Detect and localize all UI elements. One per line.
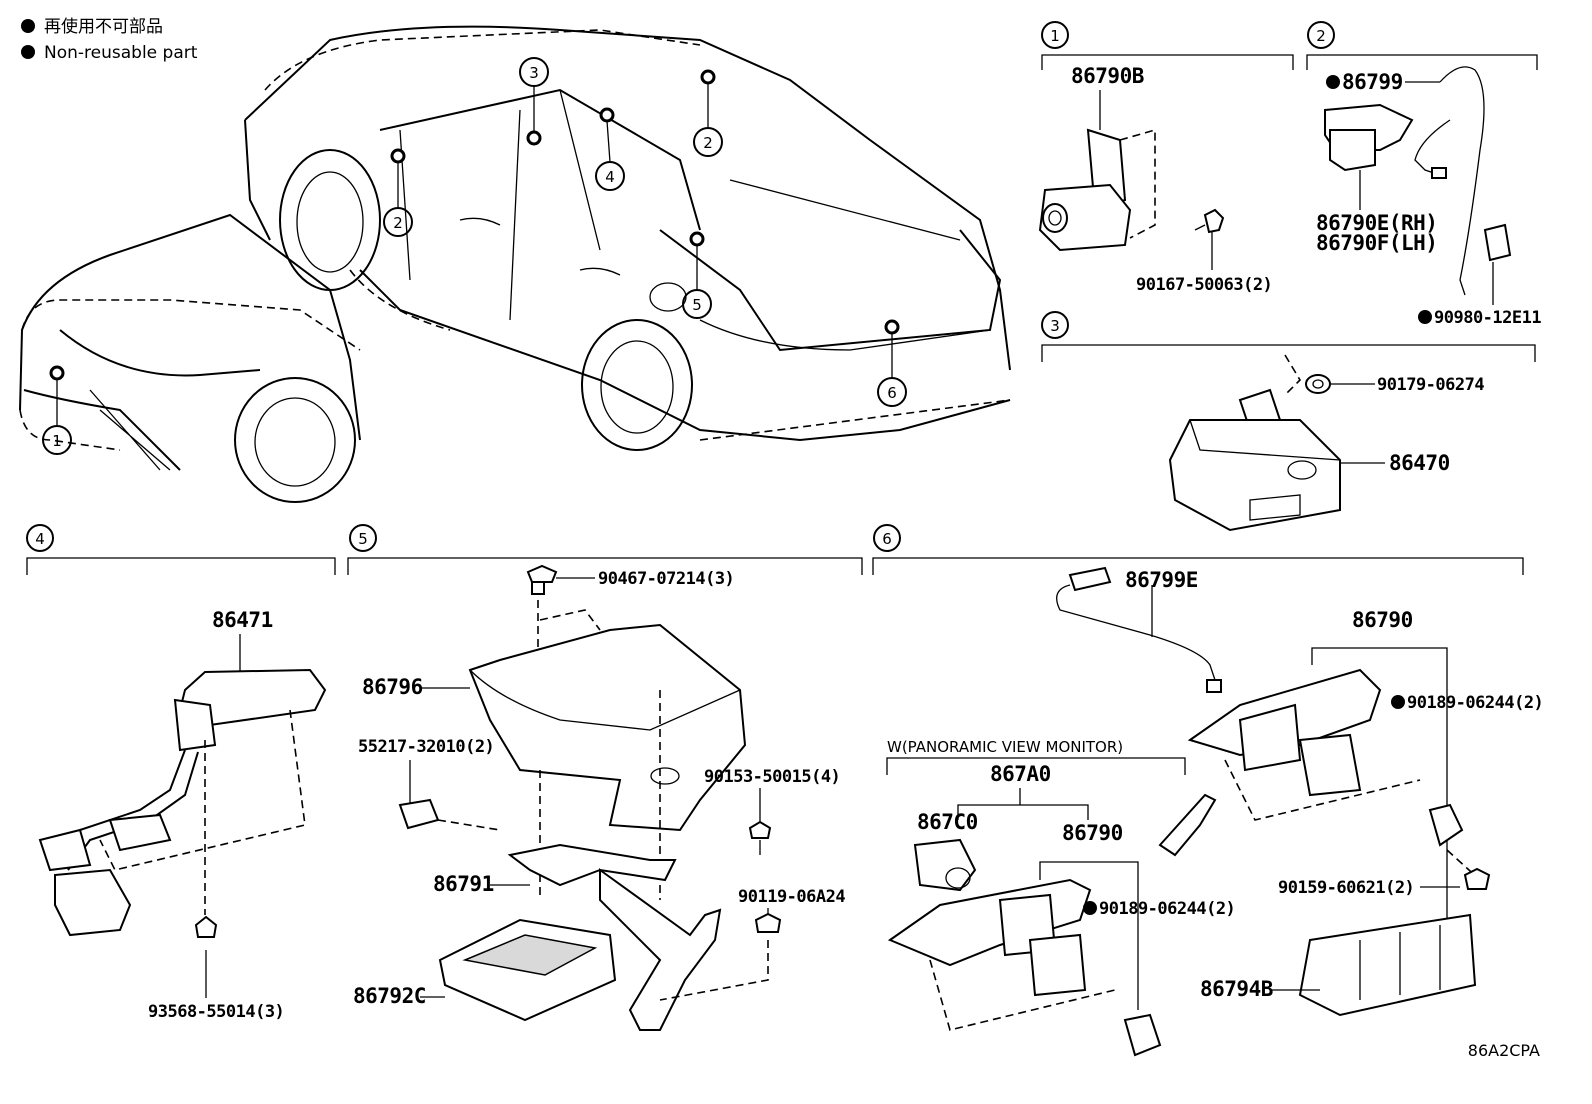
legend-jp: 再使用不可部品 (44, 16, 163, 37)
part-86799-label: 86799 (1342, 70, 1403, 94)
callout-2-right (693, 127, 723, 157)
callout-4 (595, 161, 625, 191)
front-car-illustration: 1 (19, 213, 361, 503)
part-867A0-label: 867A0 (990, 762, 1051, 786)
part-86471-label: 86471 (212, 608, 273, 632)
part-90467-label: 90467-07214(3) (598, 569, 734, 589)
bolt-icon (754, 912, 782, 933)
legend: 再使用不可部品 Non-reusable part (21, 16, 198, 63)
connector-icon (54, 868, 132, 937)
section-4: 4 86471 93568-55014(3) (26, 524, 336, 1022)
part-55217-label: 55217-32010(2) (358, 737, 494, 757)
callout-2-left (383, 207, 413, 237)
clip-icon (526, 564, 558, 583)
section-3-label (1041, 311, 1069, 339)
callout-1-front (42, 425, 72, 455)
legend-en: Non-reusable part (44, 43, 198, 63)
part-90167-label: 90167-50063(2) (1136, 275, 1272, 295)
section-1: 1 86790B 90167-50063(2) (1038, 21, 1294, 295)
svg-text:4: 4 (35, 530, 45, 548)
bolt-icon (1203, 208, 1225, 234)
front-camera-icon (1038, 183, 1132, 252)
section-1-label (1041, 21, 1069, 49)
svg-text:2: 2 (1316, 27, 1326, 45)
part-90980-label: 90980-12E11 (1434, 308, 1541, 328)
svg-text:6: 6 (882, 530, 892, 548)
part-90159-label: 90159-60621(2) (1278, 878, 1414, 898)
illustration-code: 86A2CPA (1468, 1041, 1540, 1060)
svg-text:1: 1 (1050, 27, 1060, 45)
part-86790B-label: 86790B (1071, 64, 1144, 88)
section-6: 6 86799E 86790 90189-06244(2) 90159-6062… (872, 524, 1544, 1057)
screw-icon (194, 915, 218, 938)
svg-text:3: 3 (1050, 317, 1060, 335)
non-reusable-marker-icon (1326, 75, 1340, 89)
harness-connector-icon (1068, 566, 1112, 592)
camera-867C0-icon (913, 838, 977, 892)
clip-icon (1123, 1013, 1162, 1057)
ecu-module-icon (1168, 419, 1341, 532)
part-86794B-label: 86794B (1200, 977, 1273, 1001)
non-reusable-marker-icon (21, 45, 35, 59)
part-86799E-label: 86799E (1125, 568, 1198, 592)
cover-86794B-icon (1298, 913, 1477, 1017)
cover-86796-icon (468, 623, 747, 832)
svg-text:3: 3 (529, 64, 539, 82)
part-90189-bottom-label: 90189-06244(2) (1099, 899, 1235, 919)
callout-3 (519, 57, 549, 87)
part-86792C-label: 86792C (353, 984, 426, 1008)
section-5-label (349, 524, 377, 552)
callout-5 (682, 289, 712, 319)
callout-6 (877, 377, 907, 407)
part-90119-label: 90119-06A24 (738, 887, 845, 907)
part-90153-label: 90153-50015(4) (704, 767, 840, 787)
section-5: 5 90467-07214(3) 86796 55217-32010(2) 90… (347, 524, 863, 1031)
panoramic-view-monitor-note: W(PANORAMIC VIEW MONITOR) (887, 738, 1123, 756)
part-86470-label: 86470 (1389, 451, 1450, 475)
svg-text:1: 1 (52, 432, 62, 450)
section-3: 3 90179-06274 86470 (1041, 311, 1536, 532)
non-reusable-marker-icon (21, 19, 35, 33)
connector-icon (1483, 223, 1512, 262)
part-93568-label: 93568-55014(3) (148, 1002, 284, 1022)
svg-text:6: 6 (887, 384, 897, 402)
part-90179-label: 90179-06274 (1377, 375, 1484, 395)
bolt-icon (748, 820, 772, 839)
svg-text:5: 5 (692, 296, 702, 314)
svg-text:2: 2 (393, 214, 403, 232)
non-reusable-marker-icon (1418, 310, 1432, 324)
main-car-illustration: 2 3 4 2 5 6 (244, 25, 1011, 451)
part-90189-top-label: 90189-06244(2) (1407, 693, 1543, 713)
part-86790-bottom-label: 86790 (1062, 821, 1123, 845)
part-867C0-label: 867C0 (917, 810, 978, 834)
section-4-label (26, 524, 54, 552)
screw-icon (1463, 867, 1491, 890)
bracket-86791-icon (507, 843, 677, 887)
non-reusable-marker-icon (1083, 901, 1097, 915)
svg-text:4: 4 (605, 168, 615, 186)
part-86790F-label: 86790F(LH) (1316, 231, 1437, 255)
svg-text:5: 5 (358, 530, 368, 548)
section-2: 2 86799 86790E(RH) 86790F(LH) 90980-12E1… (1306, 21, 1542, 328)
section-2-label (1307, 21, 1335, 49)
svg-text:2: 2 (703, 134, 713, 152)
part-86790E-label: 86790E(RH) (1316, 211, 1437, 235)
part-86796-label: 86796 (362, 675, 423, 699)
section-6-label (873, 524, 901, 552)
clip-icon (1428, 803, 1464, 847)
part-86791-label: 86791 (433, 872, 494, 896)
non-reusable-marker-icon (1391, 695, 1405, 709)
part-86790-top-label: 86790 (1352, 608, 1413, 632)
nut-icon (1305, 374, 1331, 394)
direction-arrow-icon (1158, 793, 1217, 857)
retainer-icon (398, 798, 440, 830)
